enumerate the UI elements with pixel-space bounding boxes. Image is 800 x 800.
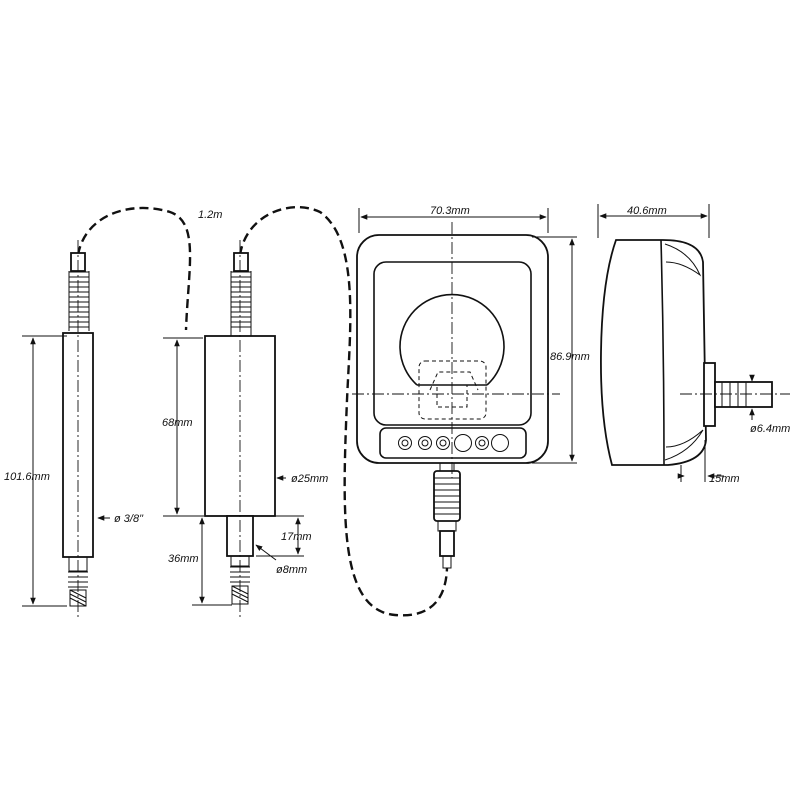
- cable-connector: [433, 463, 461, 569]
- button-panel: [379, 427, 527, 459]
- side-depth-label: 40.6mm: [627, 205, 667, 217]
- button-5-icon: [475, 436, 489, 450]
- display-height-label: 86.9mm: [550, 351, 590, 363]
- cable: [76, 206, 192, 331]
- probe-1-spring: [68, 271, 90, 331]
- probe-2-body-length-label: 68mm: [162, 417, 193, 429]
- button-4-icon: [454, 434, 472, 452]
- button-1-icon: [398, 436, 412, 450]
- shaft-diameter-label: ø6.4mm: [750, 423, 790, 435]
- probe-1: [62, 240, 94, 620]
- probe-2-body-diameter-label: ø25mm: [291, 473, 328, 485]
- button-6-icon: [491, 434, 509, 452]
- side-view: [600, 239, 790, 466]
- cable: [238, 206, 449, 617]
- probe-2-tip-length-label: 36mm: [168, 553, 199, 565]
- probe-1-diameter-label: ø 3/8": [114, 513, 144, 525]
- button-2-icon: [418, 436, 432, 450]
- display-unit: [352, 222, 560, 569]
- display-width-label: 70.3mm: [430, 205, 470, 217]
- button-3-icon: [436, 436, 450, 450]
- probe-2-spring: [230, 271, 252, 336]
- cable-length-label: 1.2m: [198, 209, 222, 221]
- probe-2: [204, 240, 276, 618]
- probe-2-stem-diameter-label: ø8mm: [276, 564, 307, 576]
- probe-2-stem-length-label: 17mm: [281, 531, 312, 543]
- probe-1-length-label: 101.6mm: [4, 471, 50, 483]
- shaft-length-label: 15mm: [709, 473, 740, 485]
